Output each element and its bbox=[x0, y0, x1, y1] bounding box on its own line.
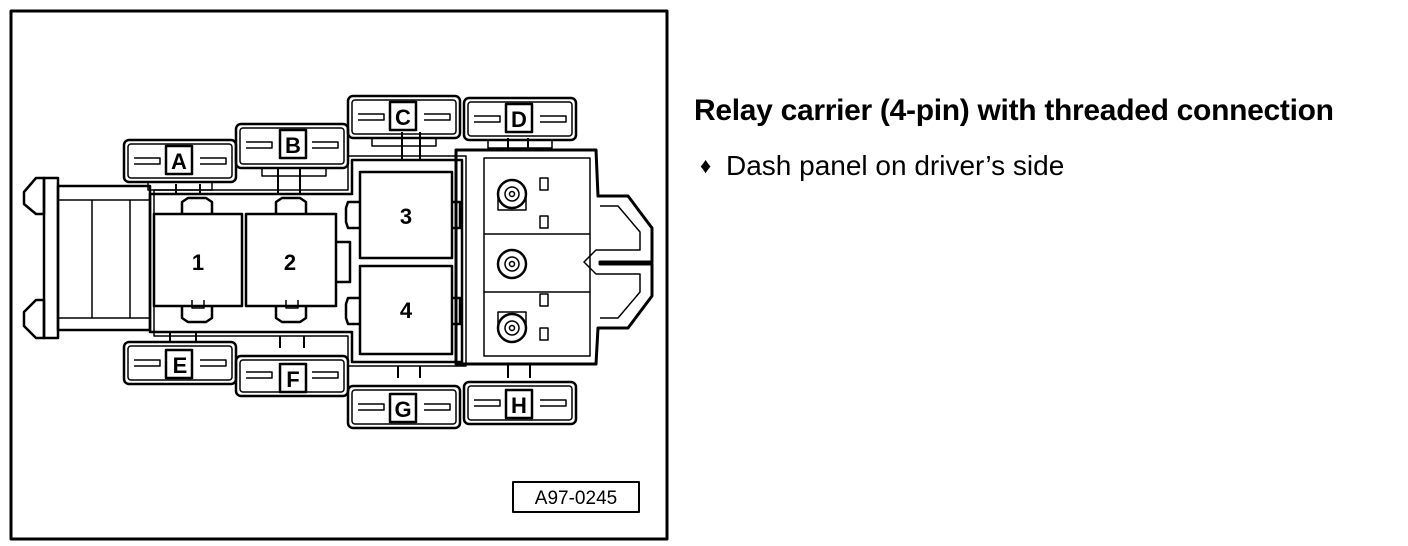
mounting-bracket bbox=[22, 176, 152, 340]
relay-slot-2 bbox=[244, 196, 352, 324]
fuse-holder-b: B bbox=[234, 122, 350, 177]
carrier-body bbox=[148, 158, 464, 364]
fuse-holder-h: H bbox=[462, 380, 578, 426]
figure-id-label: A97-0245 bbox=[535, 488, 617, 509]
fuse-holder-g: G bbox=[346, 384, 462, 430]
relay-slot-1 bbox=[152, 196, 244, 324]
page-title: Relay carrier (4-pin) with threaded conn… bbox=[694, 94, 1334, 127]
threaded-connection-block bbox=[454, 148, 654, 366]
fuse-label-b: B bbox=[285, 133, 301, 158]
threaded-stud-icon-bottom bbox=[496, 311, 528, 344]
fuse-holder-f: F bbox=[234, 354, 350, 398]
fuse-holder-d: D bbox=[462, 96, 578, 149]
relay-label-1: 1 bbox=[192, 250, 204, 275]
relay-carrier-diagram: A B C D E F bbox=[9, 9, 669, 541]
fuse-label-e: E bbox=[173, 353, 188, 378]
diamond-bullet-icon: ♦ bbox=[700, 153, 712, 178]
figure-id-box bbox=[512, 481, 640, 513]
fuse-holder-e: E bbox=[122, 340, 238, 386]
list-item: ♦ Dash panel on driver’s side bbox=[700, 150, 1064, 182]
fuse-holder-c: C bbox=[346, 94, 462, 147]
threaded-stud-icon-top bbox=[496, 178, 528, 211]
fuse-label-h: H bbox=[511, 393, 527, 418]
bullet-text: Dash panel on driver’s side bbox=[726, 150, 1065, 181]
wire-channel-bottom bbox=[169, 332, 531, 378]
threaded-stud-icon-middle bbox=[496, 248, 528, 280]
fuse-label-c: C bbox=[395, 105, 411, 130]
fuse-label-f: F bbox=[286, 367, 299, 392]
fuse-label-g: G bbox=[394, 397, 411, 422]
fuse-label-a: A bbox=[171, 149, 187, 174]
relay-label-3: 3 bbox=[400, 204, 412, 229]
carrier-body-inner bbox=[153, 155, 467, 367]
relay-label-4: 4 bbox=[400, 298, 413, 323]
fuse-holder-a: A bbox=[122, 138, 238, 191]
relay-label-2: 2 bbox=[284, 250, 296, 275]
diagram-frame bbox=[9, 9, 669, 541]
fuse-label-d: D bbox=[511, 107, 527, 132]
